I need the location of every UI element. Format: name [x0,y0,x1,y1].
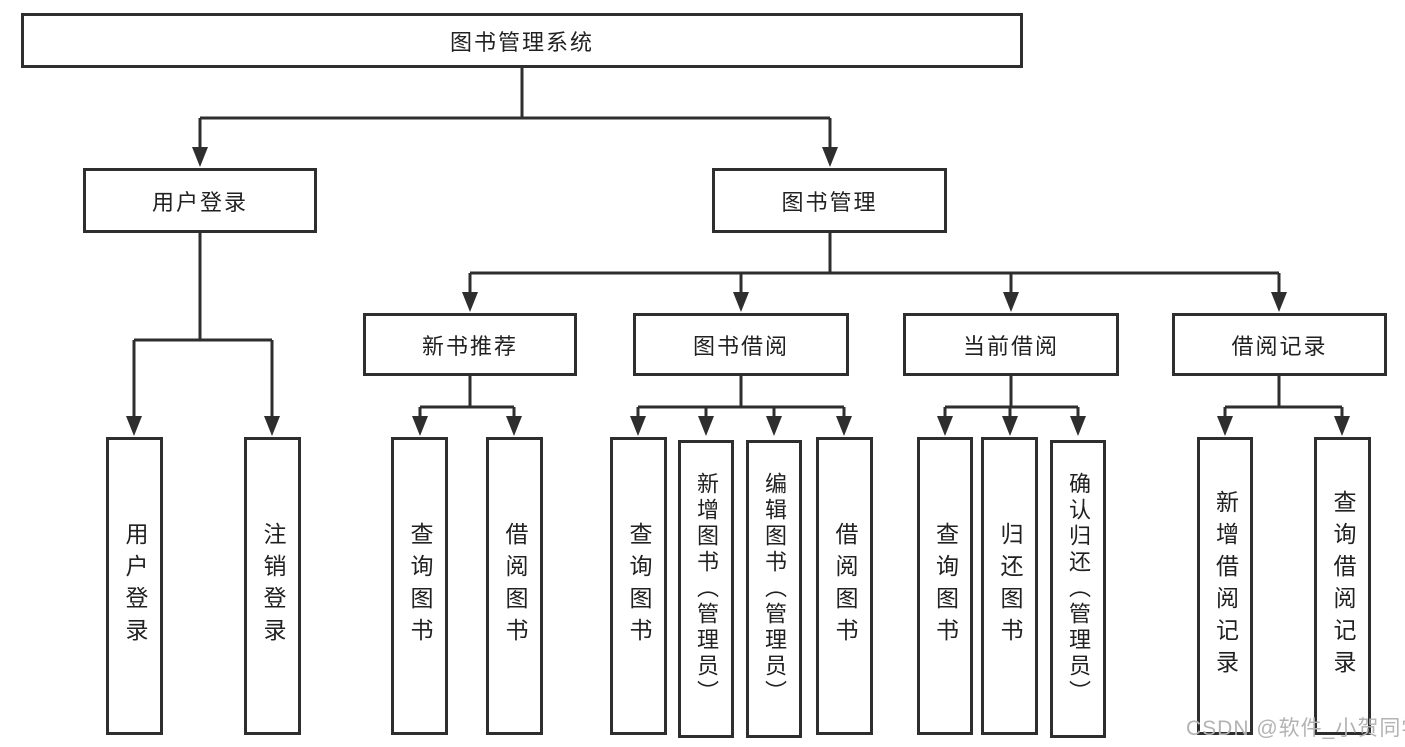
node-book-borrowing: 图书借阅 [633,313,849,376]
leaf-edit-books-admin: 编辑图书（管理员） [746,440,802,738]
connector-book-borrow-children [630,376,852,436]
arrowhead [698,416,714,436]
node-label: 注销登录 [260,522,286,650]
node-label: 图书管理 [781,189,878,215]
csdn-watermark: CSDN @软件_小贺同学 [1186,717,1405,740]
arrowhead [264,416,280,436]
node-label: 借阅图书 [502,522,528,650]
arrowhead [1334,416,1350,436]
node-label: 编辑图书（管理员） [762,472,787,706]
arrowhead [1002,416,1018,436]
leaf-confirm-return-admin: 确认归还（管理员） [1050,440,1106,738]
node-label: 确认归还（管理员） [1066,472,1091,706]
node-borrowing-records: 借阅记录 [1172,313,1387,376]
arrowhead [506,416,522,436]
node-label: 当前借阅 [962,333,1059,359]
node-label: 查询图书 [407,522,433,650]
leaf-user-login: 用户登录 [106,437,163,735]
node-user-login: 用户登录 [83,168,317,233]
connector-book-mgmt-to-level3 [462,233,1287,312]
arrowhead [937,416,953,436]
node-label: 用户登录 [122,522,148,650]
arrowhead [462,292,478,312]
node-library-management-system: 图书管理系统 [21,13,1023,68]
node-label: 借阅记录 [1231,333,1328,359]
arrowhead [733,292,749,312]
connector-borrow-record-children [1217,376,1350,436]
arrowhead [126,416,142,436]
node-label: 归还图书 [997,522,1023,650]
node-label: 图书管理系统 [449,29,594,55]
leaf-borrow-books-recommend: 借阅图书 [486,437,543,735]
connector-current-borrow-children [937,376,1086,436]
node-label: 新书推荐 [421,333,518,359]
node-label: 借阅图书 [832,522,858,650]
connector-root-to-level2 [192,68,838,167]
arrowhead [1003,292,1019,312]
leaf-query-books-borrowing: 查询图书 [610,437,667,735]
arrowhead [1217,416,1233,436]
leaf-add-borrow-record: 新增借阅记录 [1197,437,1253,735]
node-label: 查询图书 [932,522,959,650]
arrowhead [836,416,852,436]
arrowhead [766,416,782,436]
leaf-query-borrow-record: 查询借阅记录 [1314,437,1371,735]
node-label: 查询图书 [626,522,652,650]
node-label: 图书借阅 [692,333,789,359]
node-label: 用户登录 [151,189,248,215]
node-book-management: 图书管理 [712,168,947,233]
node-new-book-recommendation: 新书推荐 [363,313,577,376]
node-label: 查询借阅记录 [1330,490,1356,682]
arrowhead [192,147,208,167]
arrowhead [412,416,428,436]
arrowhead [1271,292,1287,312]
node-label: 新增借阅记录 [1212,490,1239,682]
connector-user-login-children [126,233,280,436]
node-label: 新增图书（管理员） [694,472,719,706]
leaf-logout: 注销登录 [244,437,301,735]
leaf-add-books-admin: 新增图书（管理员） [678,440,734,738]
leaf-return-books: 归还图书 [981,437,1038,735]
connector-new-book-children [412,376,522,436]
arrowhead [630,416,646,436]
arrowhead [1070,416,1086,436]
node-current-borrowing: 当前借阅 [903,313,1119,376]
arrowhead [822,147,838,167]
leaf-query-books-recommend: 查询图书 [391,437,448,735]
leaf-query-books-current: 查询图书 [917,437,973,735]
leaf-borrow-books: 借阅图书 [816,437,873,735]
